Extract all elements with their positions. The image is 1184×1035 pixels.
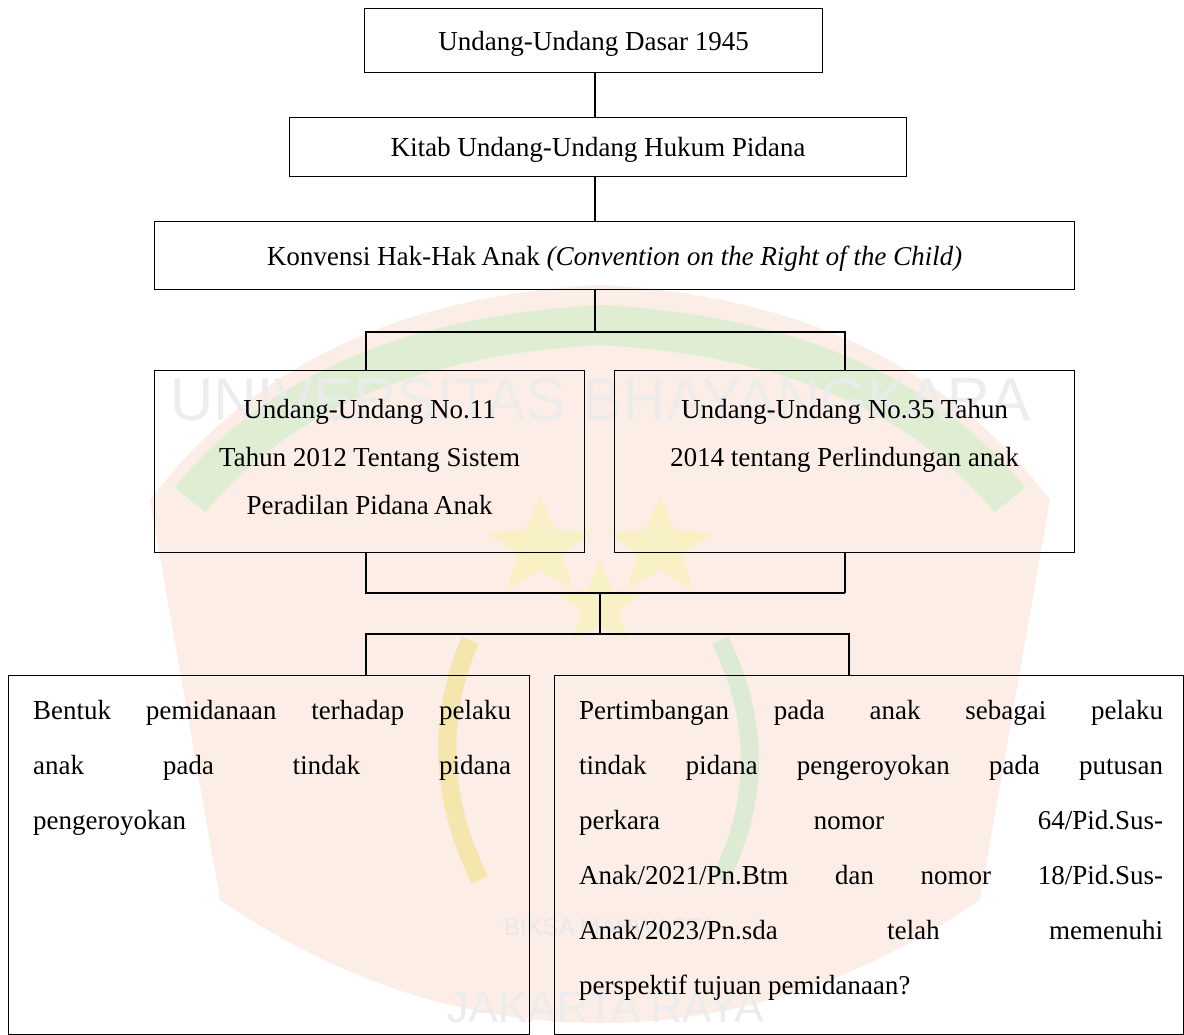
connector-bottom-horizontal <box>365 633 849 635</box>
connector-kuhp-konvensi <box>594 177 596 221</box>
box-bentuk-pemidanaan: Bentuk pemidanaan terhadap pelaku anak p… <box>8 675 530 1035</box>
connector-merge-left <box>365 553 367 593</box>
connector-bottom-left <box>365 633 367 675</box>
box-bentuk-line-1: Bentuk pemidanaan terhadap pelaku <box>33 695 511 725</box>
connector-merge-horizontal <box>365 592 845 594</box>
box-uu-no11-line-3: Peradilan Pidana Anak <box>246 490 493 520</box>
box-uu-no11-line-2: Tahun 2012 Tentang Sistem <box>219 442 520 472</box>
box-kuhp-label: Kitab Undang-Undang Hukum Pidana <box>390 132 806 162</box>
connector-merge-center <box>599 592 601 634</box>
box-pertimbangan-line-5: Anak/2023/Pn.sda telah memenuhi <box>579 915 1163 945</box>
box-uu-no11-line-1: Undang-Undang No.11 <box>243 394 496 424</box>
box-pertimbangan-line-3: perkara nomor 64/Pid.Sus- <box>579 805 1163 835</box>
connector-konvensi-split <box>594 290 596 332</box>
box-pertimbangan-line-2: tindak pidana pengeroyokan pada putusan <box>579 750 1163 780</box>
box-bentuk-line-2: anak pada tindak pidana <box>33 750 511 780</box>
connector-split-horizontal <box>365 331 845 333</box>
box-pertimbangan: Pertimbangan pada anak sebagai pelaku ti… <box>554 675 1184 1035</box>
connector-split-left <box>365 331 367 370</box>
box-uud-1945-label: Undang-Undang Dasar 1945 <box>438 25 749 56</box>
box-kuhp: Kitab Undang-Undang Hukum Pidana <box>289 117 907 177</box>
box-pertimbangan-line-4: Anak/2021/Pn.Btm dan nomor 18/Pid.Sus- <box>579 860 1163 890</box>
box-uu-no35-2014: Undang-Undang No.35 Tahun 2014 tentang P… <box>614 370 1075 553</box>
connector-merge-right <box>844 553 846 593</box>
connector-split-right <box>844 331 846 370</box>
box-uu-no35-line-1: Undang-Undang No.35 Tahun <box>681 394 1008 424</box>
box-pertimbangan-line-1: Pertimbangan pada anak sebagai pelaku <box>579 695 1163 725</box>
box-bentuk-line-3: pengeroyokan <box>33 805 186 835</box>
box-uu-no11-2012: Undang-Undang No.11 Tahun 2012 Tentang S… <box>154 370 585 553</box>
box-uu-no35-line-2: 2014 tentang Perlindungan anak <box>670 442 1019 472</box>
connector-bottom-right <box>848 633 850 675</box>
box-uud-1945: Undang-Undang Dasar 1945 <box>364 8 823 73</box>
connector-uud-kuhp <box>594 73 596 117</box>
box-pertimbangan-line-6: perspektif tujuan pemidanaan? <box>579 970 911 1000</box>
box-konvensi-hak-anak: Konvensi Hak-Hak Anak (Convention on the… <box>154 221 1075 290</box>
box-konvensi-label: Konvensi Hak-Hak Anak (Convention on the… <box>266 240 963 271</box>
